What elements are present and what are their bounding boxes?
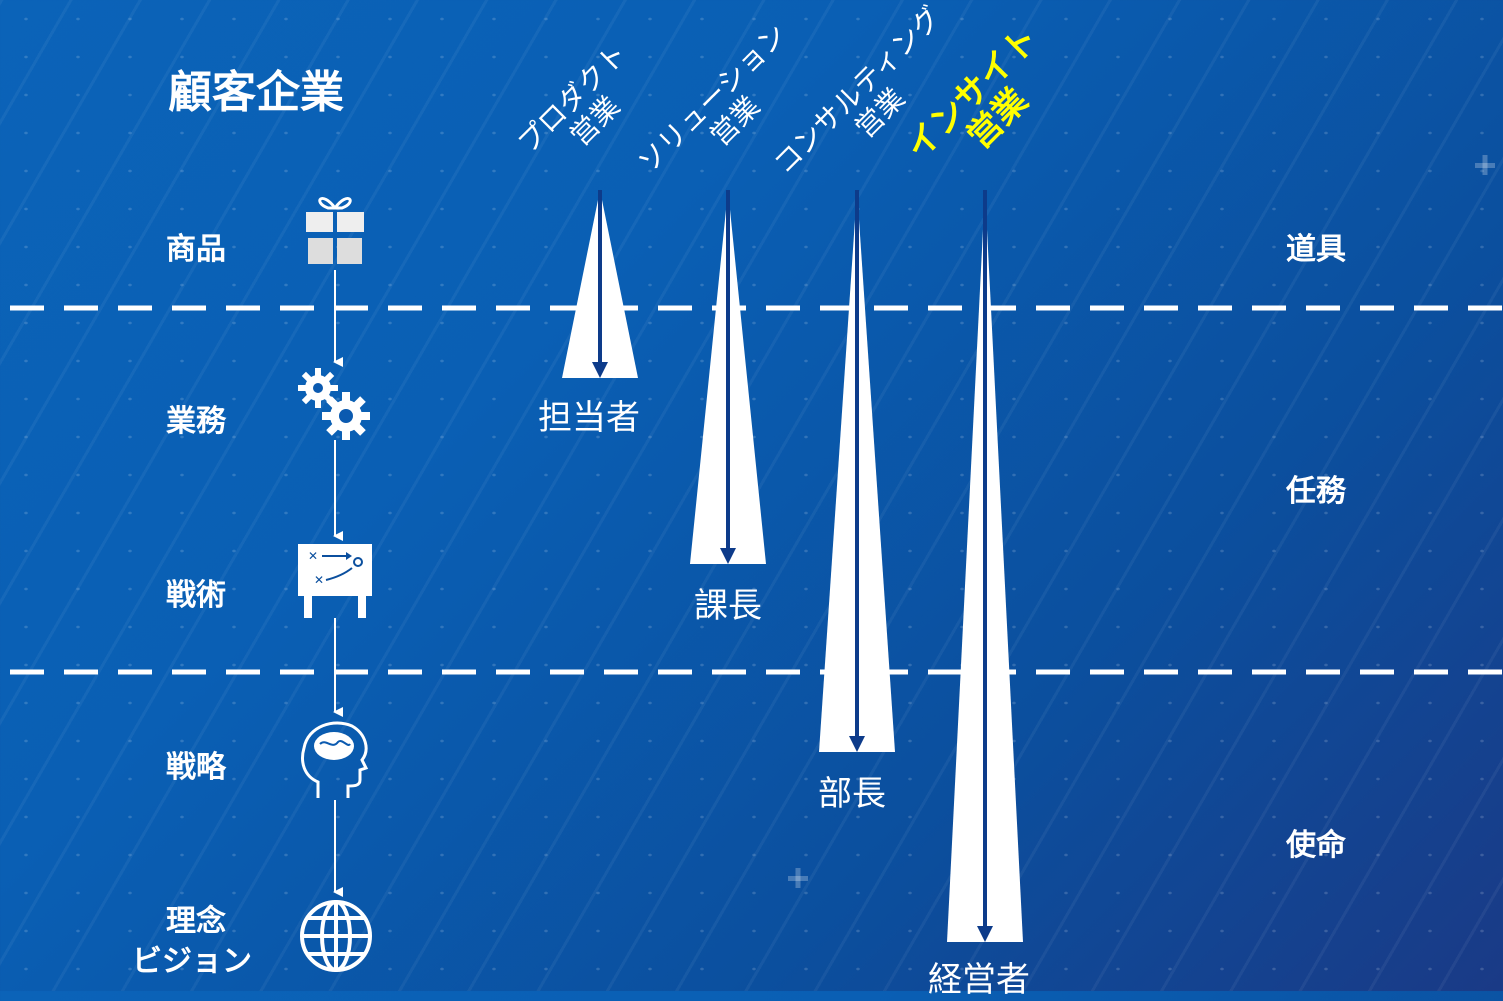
globe-icon: [300, 900, 372, 972]
gift-icon: [306, 197, 364, 264]
reach-arrow-head-product: [592, 362, 608, 378]
gears-icon: [298, 368, 370, 440]
tactics-board-icon: ✕ ✕: [298, 544, 372, 618]
right-label-mission-task: 任務: [1286, 474, 1346, 509]
reach-arrow-head-consulting: [849, 736, 865, 752]
level-label-operations: 業務: [166, 404, 226, 439]
page-title: 顧客企業: [168, 67, 344, 118]
level-label-product: 商品: [166, 232, 226, 267]
level-label-strategy: 戦略: [166, 750, 226, 785]
brain-head-icon: [301, 721, 369, 798]
right-label-calling: 使命: [1286, 828, 1346, 863]
reach-label-staff: 担当者: [538, 398, 640, 438]
svg-text:✕: ✕: [314, 573, 324, 587]
level-label-tactics: 戦術: [166, 578, 226, 613]
reach-label-executive: 経営者: [928, 960, 1030, 1000]
reach-label-department-head: 部長: [818, 774, 886, 814]
level-label-vision: ビジョン: [132, 944, 252, 979]
reach-label-section-chief: 課長: [694, 586, 762, 626]
reach-arrow-head-solution: [720, 548, 736, 564]
level-label-philosophy: 理念: [166, 904, 226, 939]
reach-arrow-head-insight: [977, 926, 993, 942]
right-label-tool: 道具: [1286, 232, 1346, 267]
plus-decoration: [788, 155, 1495, 888]
svg-text:✕: ✕: [308, 549, 318, 563]
